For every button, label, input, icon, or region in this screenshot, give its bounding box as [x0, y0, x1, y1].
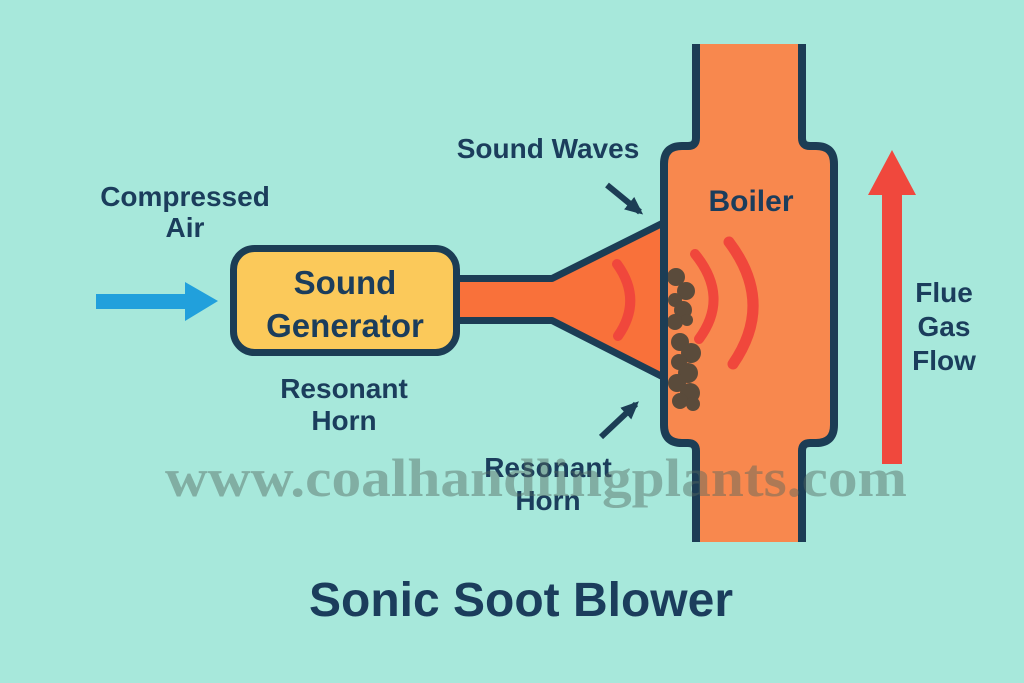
- sound-wave-arc: [723, 236, 759, 370]
- flue-gas-arrow-icon: [868, 150, 916, 464]
- flue-gas-flow-label: Flue: [915, 277, 973, 308]
- sound-generator-label: Sound: [294, 264, 397, 301]
- resonant-horn-bottom-label: Horn: [515, 485, 580, 516]
- flue-gas-flow-label: Flow: [912, 345, 976, 376]
- sound-waves-label: Sound Waves: [457, 133, 640, 164]
- compressed-air-arrow-icon: [96, 282, 218, 321]
- watermark: www.coalhandlingplants.com: [165, 448, 907, 508]
- soot-deposit: [668, 333, 701, 411]
- sound-generator-box: [230, 245, 460, 356]
- flue-gas-flow-label: Gas: [918, 311, 971, 342]
- boiler-label: Boiler: [708, 185, 793, 218]
- resonant-horn-bottom-label: Resonant: [484, 452, 612, 483]
- soot-deposit: [667, 268, 695, 330]
- sound-generator-label: Generator: [266, 307, 424, 344]
- diagram-title: Sonic Soot Blower: [309, 574, 733, 627]
- sound-wave-arc: [690, 249, 719, 344]
- boiler-outline: [660, 44, 700, 542]
- resonant-horn-top-label: Resonant: [280, 373, 408, 404]
- boiler-outline: [798, 44, 838, 542]
- compressed-air-label: Air: [166, 212, 205, 243]
- compressed-air-label: Compressed: [100, 181, 270, 212]
- sound-wave-arc: [612, 259, 636, 341]
- sound-waves-pointer-arrow: [605, 182, 644, 215]
- resonant-horn-top-label: Horn: [311, 405, 376, 436]
- resonant-horn-pointer-arrow: [598, 401, 639, 440]
